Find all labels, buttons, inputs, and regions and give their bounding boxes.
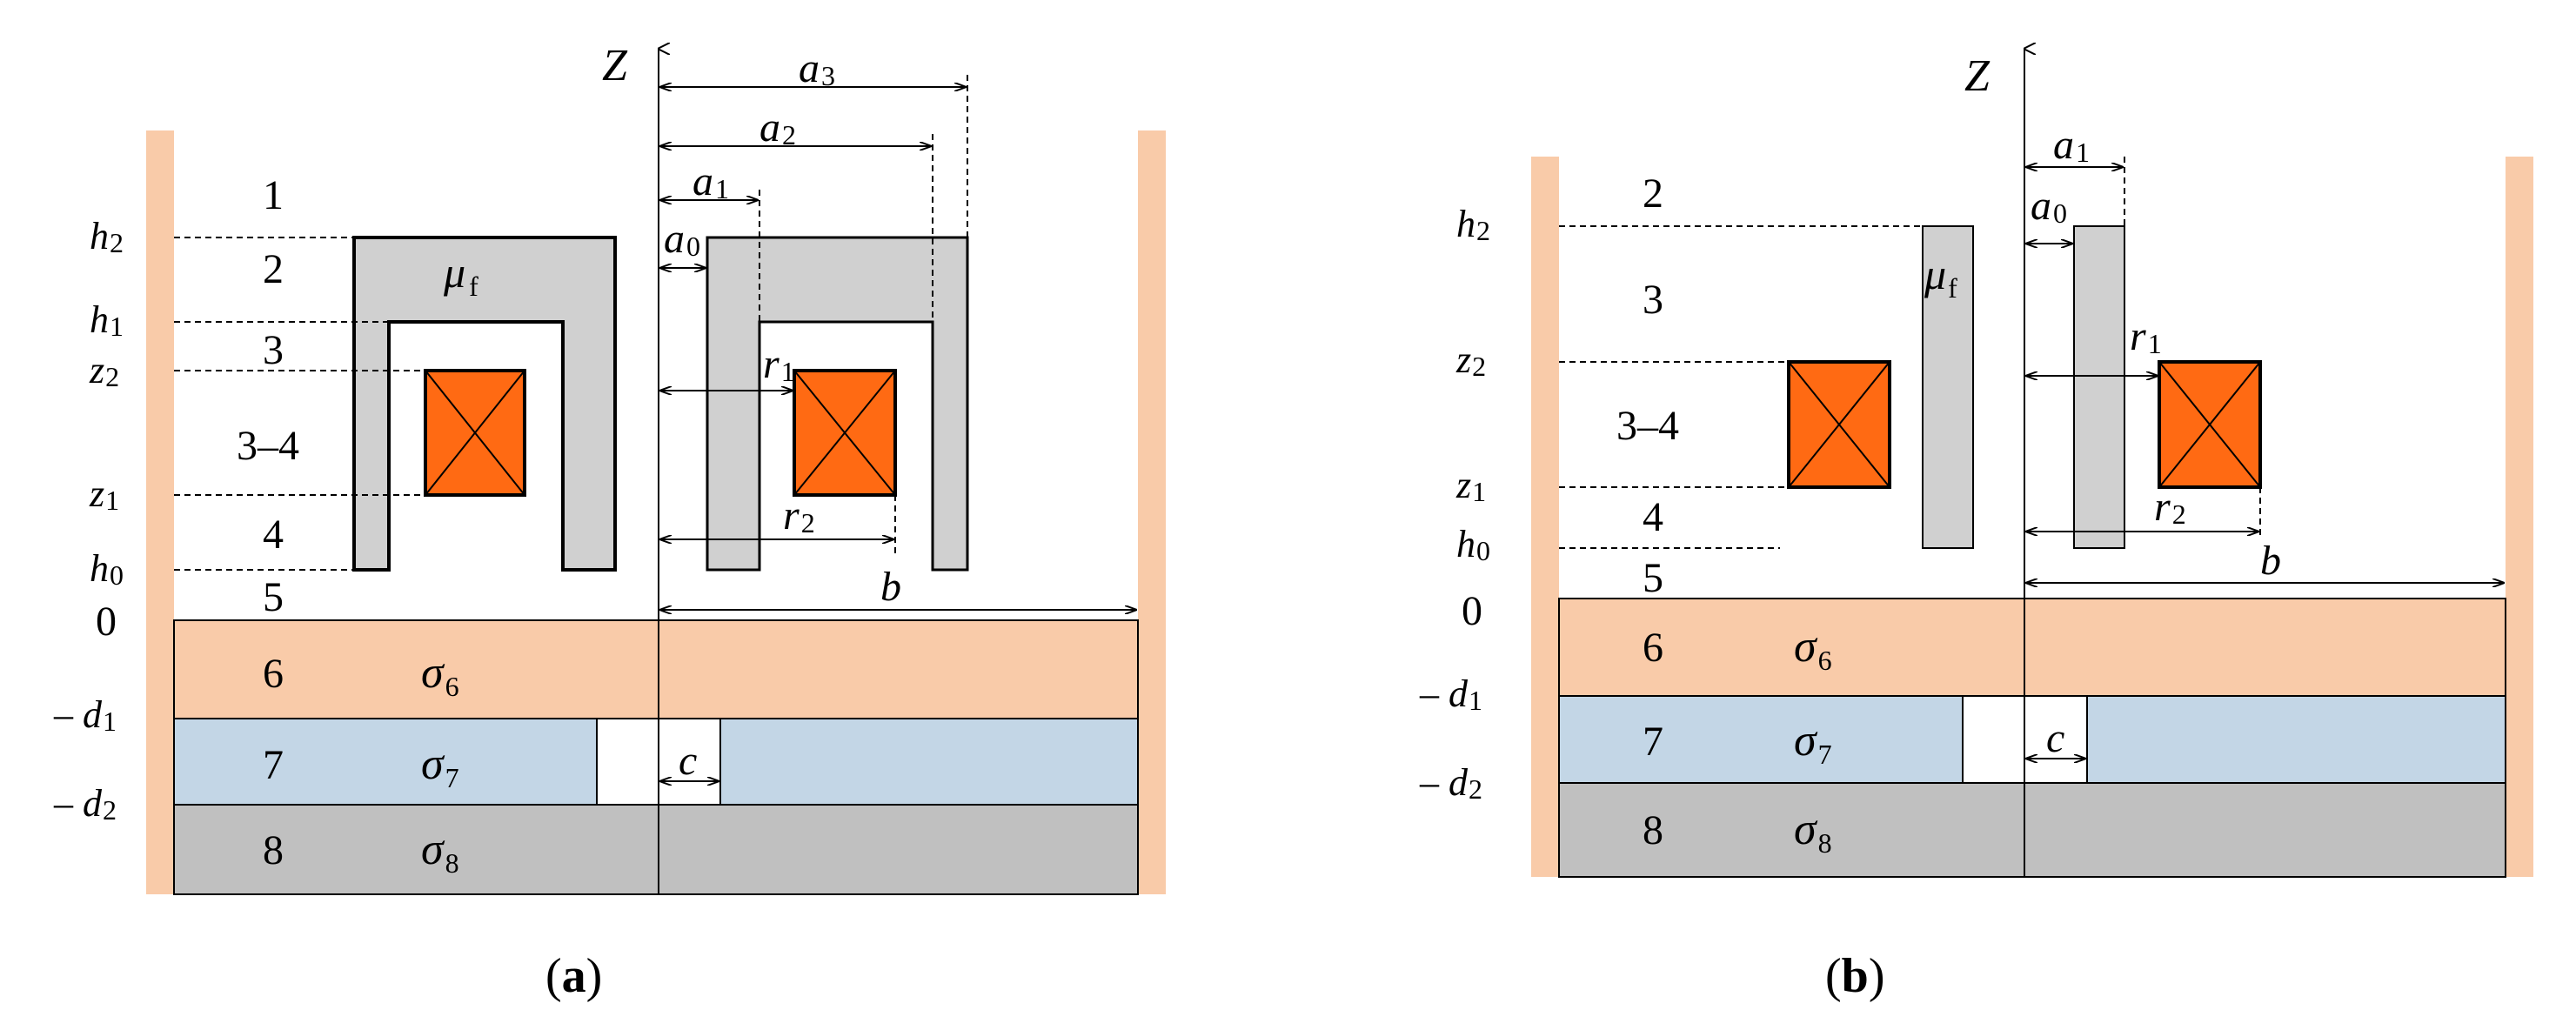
dim-label-r1-a: r1 (763, 341, 795, 387)
wall-left-a (146, 130, 174, 894)
region-5-a: 5 (263, 574, 284, 620)
coil-left-a (424, 369, 526, 497)
level-d2-b: – d2 (1419, 761, 1482, 805)
layer-8-b (1558, 782, 2506, 878)
region-4-a: 4 (263, 512, 284, 558)
z-axis-label-b: Z (1964, 51, 1991, 101)
level-z2-b: z2 (1455, 338, 1486, 382)
region-2-a: 2 (263, 246, 284, 292)
region-3-a: 3 (263, 327, 284, 373)
region-5-b: 5 (1643, 555, 1663, 601)
level-z1-a: z1 (89, 472, 119, 516)
dim-label-a1-b: a1 (2053, 122, 2090, 168)
layer-8-a (173, 804, 1139, 895)
region-1-a: 1 (263, 172, 284, 218)
coil-right-a (793, 369, 897, 497)
region-6-a: 6 (263, 651, 284, 697)
region-8-b: 8 (1643, 807, 1663, 853)
region-7-a: 7 (263, 742, 284, 788)
panel-b: Z a1 a0 r1 r2 (1419, 49, 2533, 1003)
dim-label-a0-a: a0 (664, 216, 700, 262)
region-3-b: 3 (1643, 277, 1663, 323)
level-z1-b: z1 (1455, 464, 1486, 507)
dim-label-r2-a: r2 (783, 492, 815, 538)
level-0-a: 0 (96, 599, 117, 645)
dim-label-r2-b: r2 (2154, 484, 2186, 530)
dim-label-a2-a: a2 (759, 104, 796, 150)
region-2-b: 2 (1643, 171, 1663, 217)
core-right-a (706, 236, 969, 572)
level-h2-b: h2 (1456, 203, 1490, 246)
level-d2-a: – d2 (53, 782, 117, 826)
wall-left-b (1531, 157, 1559, 877)
region-7-b: 7 (1643, 719, 1663, 765)
core-right-b (2073, 225, 2125, 549)
panel-a: Z a (53, 41, 1166, 1003)
level-h2-a: h2 (90, 215, 124, 258)
region-4-b: 4 (1643, 494, 1663, 540)
layer-6-a (173, 619, 1139, 719)
wall-right-b (2506, 157, 2533, 877)
level-d1-b: – d1 (1419, 672, 1482, 716)
sigma-6-b: σ6 (1794, 622, 1832, 676)
dim-label-b-b: b (2260, 538, 2281, 584)
sigma-8-a: σ8 (421, 825, 459, 879)
core-left-a (352, 236, 617, 572)
region-8-a: 8 (263, 827, 284, 873)
level-0-b: 0 (1462, 588, 1482, 634)
dim-label-c-b: c (2046, 715, 2064, 761)
region-3-4-a: 3–4 (237, 423, 299, 469)
level-z2-a: z2 (89, 349, 119, 392)
coil-left-b (1787, 360, 1891, 489)
caption-b: (b) (1825, 949, 1884, 1003)
dim-label-a0-b: a0 (2031, 183, 2067, 229)
sigma-6-a: σ6 (421, 648, 459, 702)
dim-label-r1-b: r1 (2130, 313, 2162, 359)
mu-label-b: μf (1924, 250, 1957, 304)
coil-right-b (2158, 360, 2262, 489)
sigma-7-b: σ7 (1794, 716, 1832, 770)
dim-label-a3-a: a3 (799, 45, 835, 91)
sigma-7-a: σ7 (421, 739, 459, 793)
dim-label-a1-a: a1 (693, 158, 729, 204)
dim-label-c-a: c (679, 738, 697, 784)
layer-6-b (1558, 598, 2506, 697)
core-left-b (1922, 225, 1974, 549)
level-h0-a: h0 (90, 547, 124, 591)
dim-label-b-a: b (880, 564, 901, 610)
sigma-8-b: σ8 (1794, 805, 1832, 859)
level-h1-a: h1 (90, 298, 124, 342)
wall-right-a (1138, 130, 1166, 894)
level-h0-b: h0 (1456, 523, 1490, 566)
level-d1-a: – d1 (53, 693, 117, 737)
caption-a: (a) (545, 949, 602, 1003)
z-axis-label-a: Z (602, 41, 628, 90)
region-3-4-b: 3–4 (1616, 403, 1679, 449)
region-6-b: 6 (1643, 625, 1663, 671)
